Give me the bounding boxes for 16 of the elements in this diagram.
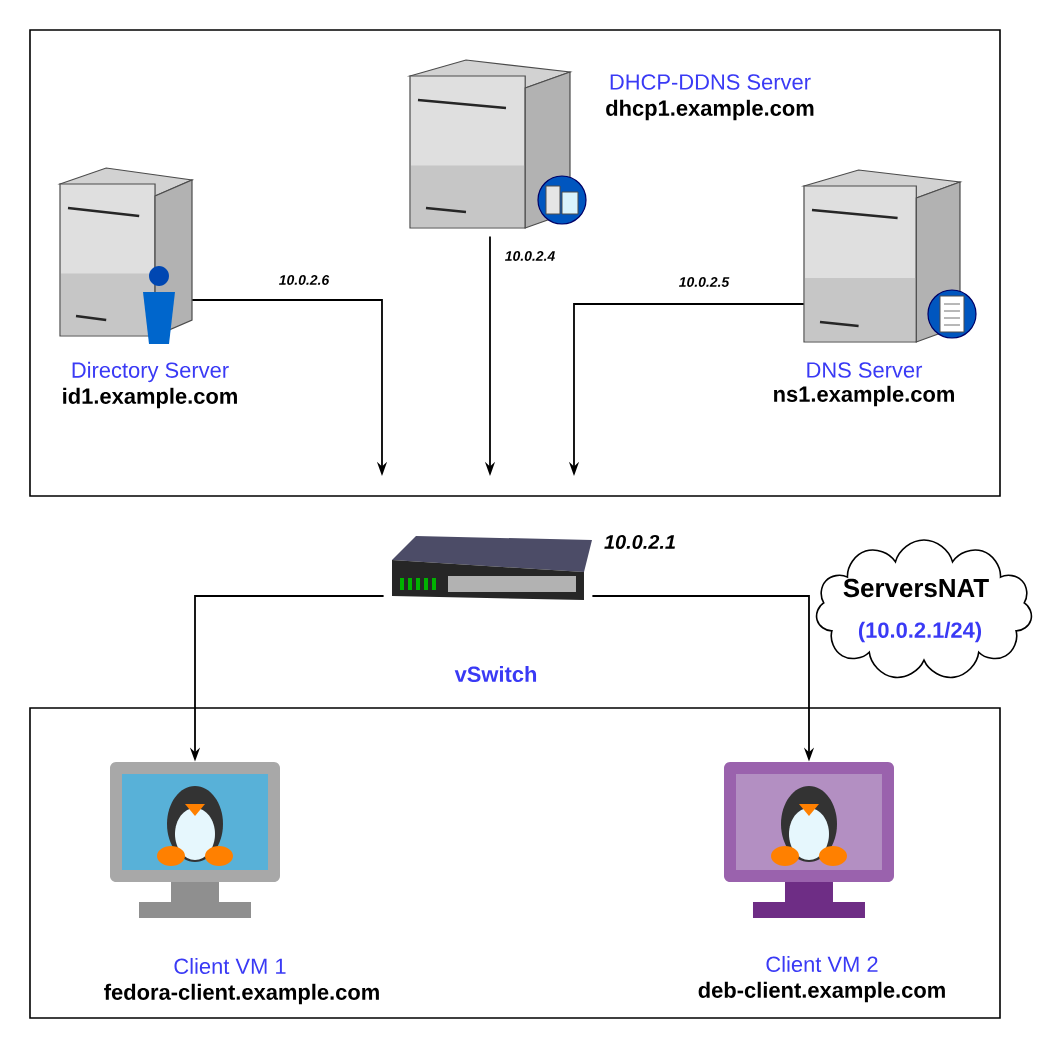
group-frame bbox=[29, 29, 1001, 497]
subnet-label: (10.0.2.1/24) bbox=[858, 621, 982, 643]
node-title: Client VM 2 bbox=[766, 955, 878, 973]
host-name: dhcp1.example.com bbox=[606, 99, 814, 121]
node-title: DNS Server bbox=[807, 362, 923, 378]
node-title: Directory Server bbox=[72, 361, 229, 383]
host-name: ns1.example.com bbox=[774, 385, 954, 407]
node-title: DHCP-DDNS Server bbox=[610, 74, 811, 90]
host-name: deb-client.example.com bbox=[698, 981, 945, 1003]
host-name: fedora-client.example.com bbox=[104, 983, 379, 1005]
host-name: id1.example.com bbox=[63, 387, 237, 409]
node-title: vSwitch bbox=[454, 665, 537, 683]
group-frame bbox=[29, 707, 1001, 1019]
node-title: Client VM 1 bbox=[174, 957, 286, 975]
node-title: ServersNAT bbox=[843, 578, 989, 598]
ip-address: 10.0.2.1 bbox=[604, 534, 675, 550]
